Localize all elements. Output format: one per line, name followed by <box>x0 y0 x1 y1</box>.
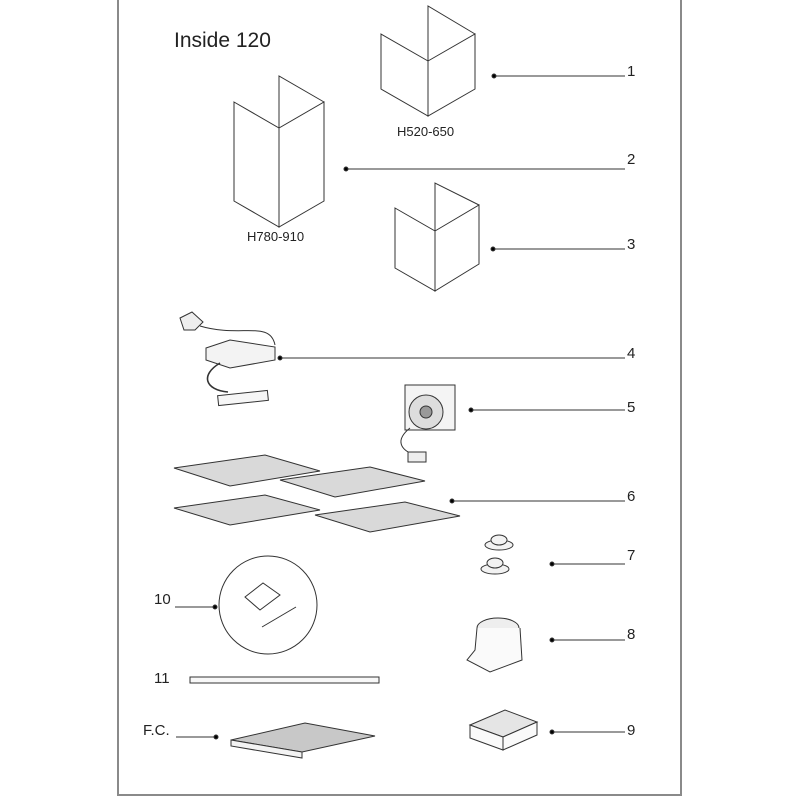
diagram-frame <box>117 0 682 796</box>
strip-part <box>189 676 380 684</box>
callout-1: 1 <box>627 63 636 80</box>
charcoal-filter-part <box>468 709 539 751</box>
callout-8: 8 <box>627 626 636 643</box>
callout-3: 3 <box>627 236 636 253</box>
motor-part <box>400 384 456 463</box>
upper-chimney-part <box>380 5 476 117</box>
lower-chimney-part <box>233 75 325 228</box>
air-outlet-adapter-part <box>466 617 523 673</box>
callout-6: 6 <box>627 488 636 505</box>
callout-fc: F.C. <box>143 722 170 739</box>
diagram-title: Inside 120 <box>174 29 271 52</box>
callout-9: 9 <box>627 722 636 739</box>
lower-chimney-dimension: H780-910 <box>247 229 305 244</box>
callout-10: 10 <box>154 591 171 608</box>
control-box-part <box>179 311 276 407</box>
callout-4: 4 <box>627 345 636 362</box>
chimney-bracket-part <box>394 182 480 292</box>
accessory-kit-part <box>218 555 318 655</box>
filter-cover-part <box>230 722 376 759</box>
callout-11: 11 <box>154 670 170 687</box>
leader-lines <box>175 73 625 740</box>
callout-7: 7 <box>627 547 636 564</box>
lamps-part <box>480 534 514 575</box>
callout-2: 2 <box>627 151 636 168</box>
grease-filters-part <box>173 454 461 533</box>
callout-5: 5 <box>627 399 636 416</box>
upper-chimney-dimension: H520-650 <box>397 124 455 139</box>
